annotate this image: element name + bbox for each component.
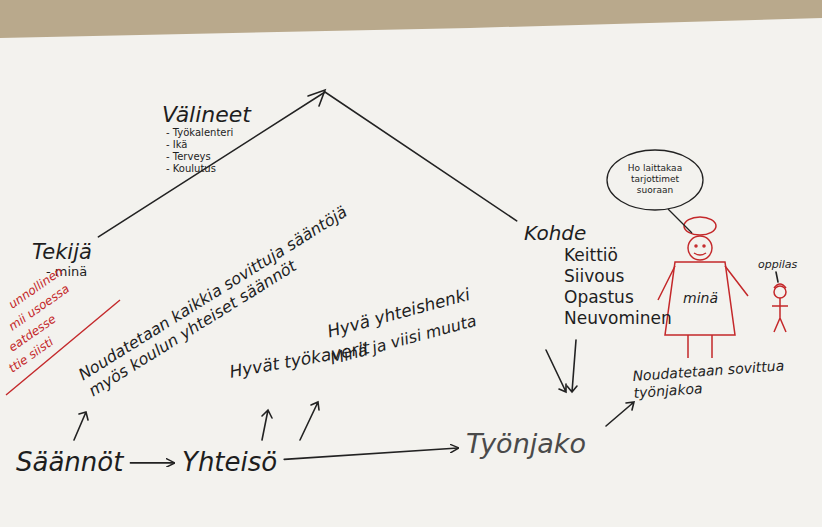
node-item: - Ikä	[166, 139, 251, 151]
node-item: - Terveys	[166, 151, 251, 163]
node-heading: Yhteisö	[182, 448, 277, 478]
node-item: Opastus	[564, 287, 672, 308]
node-heading: Kohde	[524, 222, 672, 245]
tools-node: Välineet- Työkalenteri- Ikä- Terveys- Ko…	[158, 100, 255, 177]
connector-arrow	[284, 448, 458, 459]
node-item: Neuvominen	[564, 308, 672, 329]
node-item: - Koulutus	[166, 163, 251, 175]
object-node: KohdeKeittiöSiivousOpastusNeuvominen	[520, 220, 676, 331]
node-heading: Välineet	[162, 102, 251, 127]
community-node: Yhteisö	[178, 446, 281, 480]
node-item: Keittiö	[564, 245, 672, 266]
speech-bubble	[607, 150, 703, 233]
node-heading: Säännöt	[16, 448, 123, 478]
node-item: Siivous	[564, 266, 672, 287]
connector-arrow	[130, 462, 174, 464]
division-node: Työnjako	[462, 426, 590, 461]
node-heading: Tekijä	[32, 240, 92, 264]
figure-label: minä	[683, 290, 718, 307]
node-item: - Työkalenteri	[166, 127, 251, 139]
red-figures	[658, 217, 788, 358]
rules-node: Säännöt	[12, 446, 127, 480]
node-heading: Työnjako	[466, 428, 586, 459]
connector-arrow	[98, 92, 516, 237]
figure-label: oppilas	[758, 258, 797, 271]
paper-sheet	[0, 18, 822, 527]
speech-text: Ho laittakaa tarjottimet suoraan	[619, 163, 691, 195]
